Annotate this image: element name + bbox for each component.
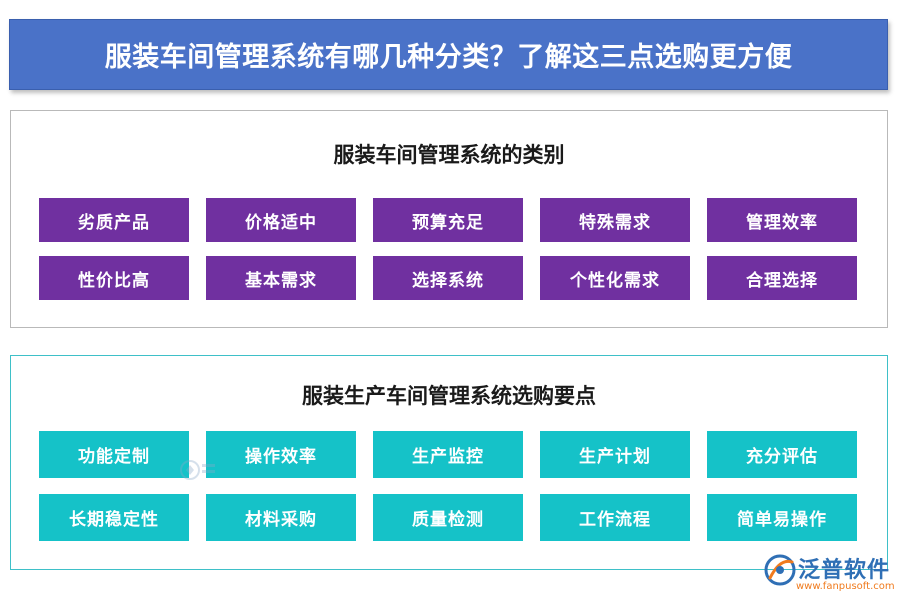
purchase-point-tag: 生产计划 — [540, 431, 690, 478]
purchase-point-tag: 材料采购 — [206, 494, 356, 541]
category-tag: 选择系统 — [373, 256, 523, 300]
category-tag: 价格适中 — [206, 198, 356, 242]
purchase-points-title: 服装生产车间管理系统选购要点 — [302, 383, 596, 408]
categories-panel: 服装车间管理系统的类别 劣质产品 价格适中 预算充足 特殊需求 管理效率 性价比… — [10, 110, 888, 328]
purchase-point-tag: 质量检测 — [373, 494, 523, 541]
purchase-point-tag: 充分评估 — [707, 431, 857, 478]
page-title: 服装车间管理系统有哪几种分类？了解这三点选购更方便 — [104, 42, 793, 73]
categories-title: 服装车间管理系统的类别 — [333, 142, 565, 167]
purchase-points-grid: 功能定制 操作效率 生产监控 生产计划 充分评估 长期稳定性 材料采购 质量检测… — [39, 431, 857, 541]
purchase-point-tag: 工作流程 — [540, 494, 690, 541]
purchase-point-tag: 长期稳定性 — [39, 494, 189, 541]
logo-name: 泛普软件 — [798, 558, 891, 583]
purchase-point-tag: 功能定制 — [39, 431, 189, 478]
purchase-point-tag: 操作效率 — [206, 431, 356, 478]
fanpu-logo-icon — [764, 554, 796, 586]
watermark-icon — [180, 460, 215, 480]
categories-grid: 劣质产品 价格适中 预算充足 特殊需求 管理效率 性价比高 基本需求 选择系统 … — [39, 198, 857, 300]
category-tag: 个性化需求 — [540, 256, 690, 300]
purchase-point-tag: 生产监控 — [373, 431, 523, 478]
category-tag: 合理选择 — [707, 256, 857, 300]
brand-logo: 泛普软件 www.fanpusoft.com — [762, 552, 898, 598]
category-tag: 预算充足 — [373, 198, 523, 242]
category-tag: 管理效率 — [707, 198, 857, 242]
purchase-points-panel: 服装生产车间管理系统选购要点 功能定制 操作效率 生产监控 生产计划 充分评估 … — [10, 355, 888, 570]
category-tag: 基本需求 — [206, 256, 356, 300]
header-banner: 服装车间管理系统有哪几种分类？了解这三点选购更方便 — [9, 19, 888, 90]
category-tag: 性价比高 — [39, 256, 189, 300]
purchase-point-tag: 简单易操作 — [707, 494, 857, 541]
logo-url: www.fanpusoft.com — [796, 581, 895, 592]
category-tag: 劣质产品 — [39, 198, 189, 242]
category-tag: 特殊需求 — [540, 198, 690, 242]
